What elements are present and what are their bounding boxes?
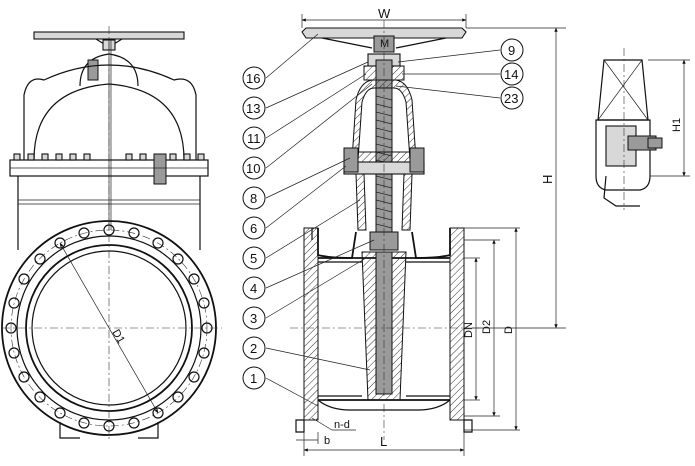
dim-h: H (540, 175, 555, 184)
callout-2: 2 (242, 336, 371, 371)
svg-text:11: 11 (247, 131, 261, 146)
callout-1: 1 (242, 366, 319, 407)
svg-text:16: 16 (246, 71, 260, 86)
svg-text:9: 9 (508, 43, 515, 58)
callout-5: 5 (242, 199, 361, 270)
dim-b: b (324, 435, 330, 447)
callout-13: 13 (242, 61, 369, 120)
callout-14: 14 (402, 62, 524, 86)
callout-4: 4 (242, 239, 375, 300)
dim-d: D (503, 326, 515, 334)
dim-l: L (380, 434, 387, 449)
dim-dn: DN (463, 322, 475, 338)
svg-text:6: 6 (250, 221, 257, 236)
callouts: 16 13 11 10 8 6 5 (242, 33, 524, 407)
dim-nd: n-d (334, 419, 350, 431)
stem-cap-detail: H1 (595, 48, 690, 210)
callout-3: 3 (242, 257, 367, 330)
svg-text:14: 14 (504, 67, 518, 82)
svg-text:23: 23 (504, 91, 518, 106)
svg-text:3: 3 (250, 311, 257, 326)
section-view: M W (290, 6, 566, 456)
callout-10: 10 (242, 83, 373, 180)
callout-23: 23 (395, 85, 524, 110)
dim-d1: D1 (109, 328, 126, 346)
svg-text:5: 5 (250, 251, 257, 266)
svg-text:1: 1 (250, 371, 257, 386)
svg-text:10: 10 (246, 161, 260, 176)
dim-d2: D2 (481, 320, 493, 334)
callout-6: 6 (242, 165, 347, 240)
dim-h1: H1 (671, 118, 683, 132)
svg-text:4: 4 (250, 281, 257, 296)
svg-text:2: 2 (250, 341, 257, 356)
callout-8: 8 (242, 157, 351, 210)
callout-11: 11 (242, 73, 367, 150)
svg-text:8: 8 (250, 191, 257, 206)
svg-text:13: 13 (246, 101, 260, 116)
end-view: D1 (1, 26, 222, 440)
callout-16: 16 (242, 33, 319, 90)
dim-w: W (378, 6, 391, 21)
svg-text:M: M (380, 38, 389, 50)
callout-9: 9 (397, 38, 524, 63)
